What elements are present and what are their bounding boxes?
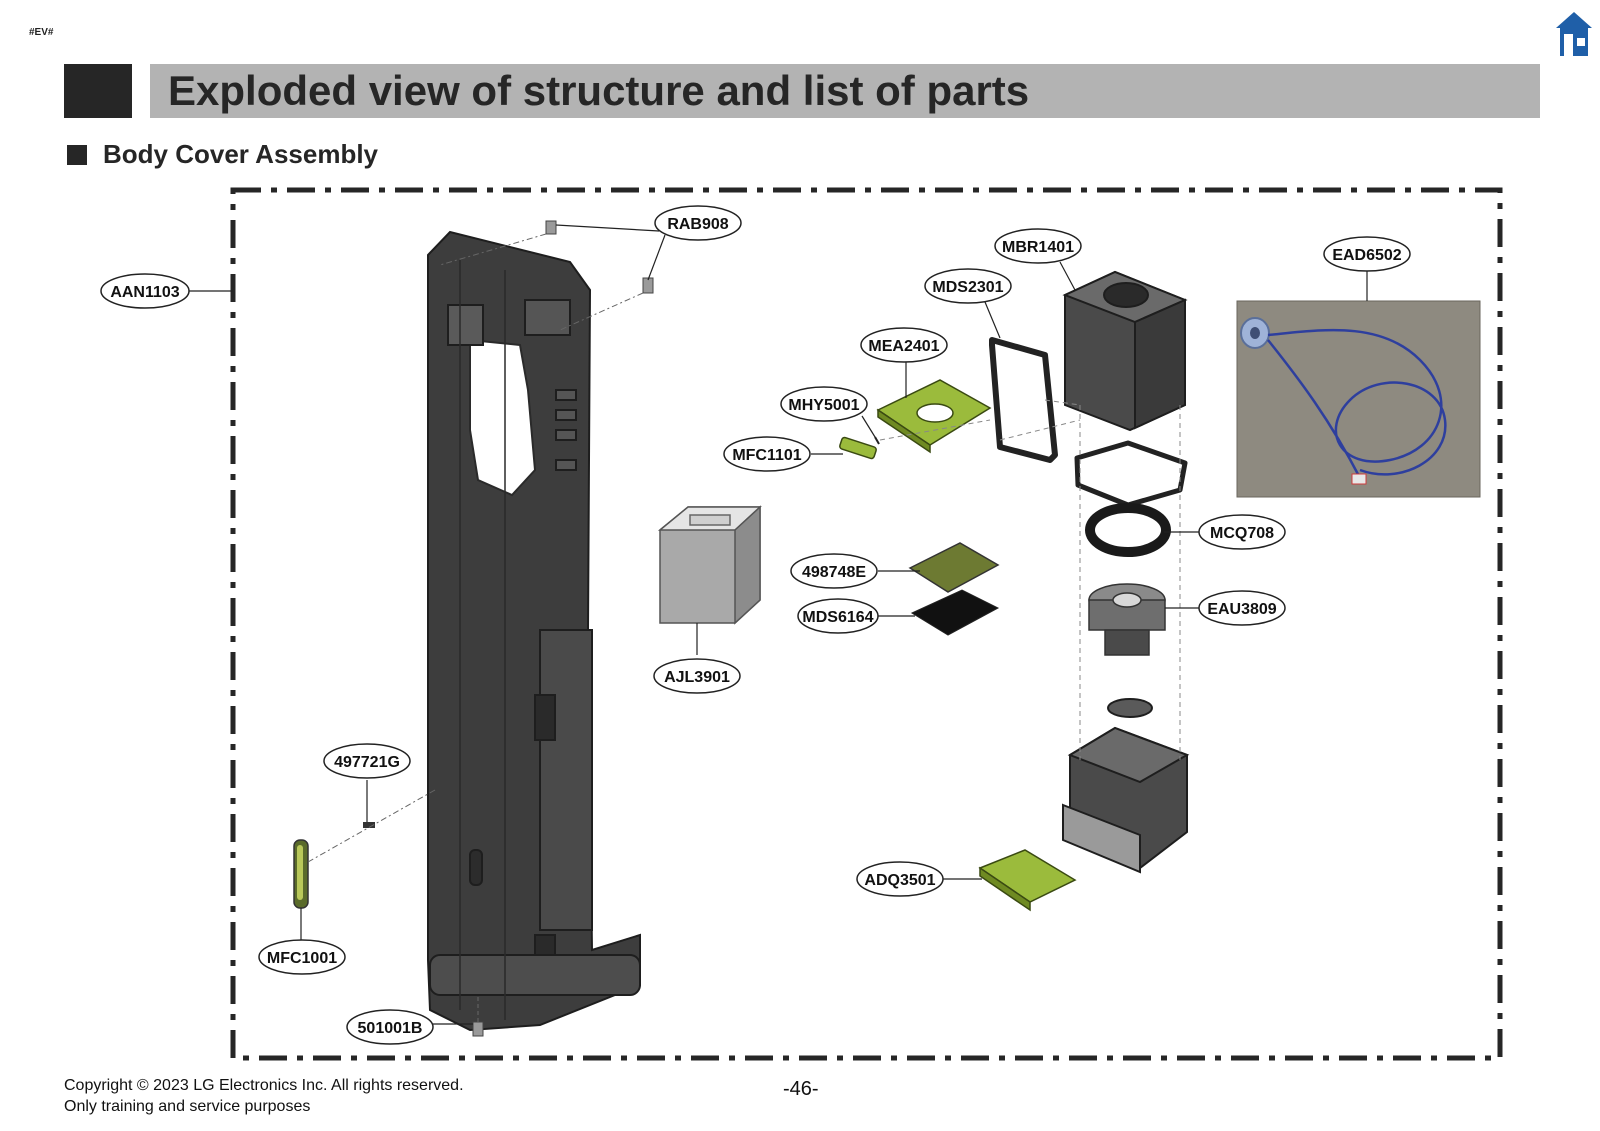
- callout-501001b: 501001B: [358, 1020, 423, 1037]
- clip-part: [642, 277, 654, 294]
- callout-mfc1101: MFC1101: [732, 447, 801, 464]
- callout-mcq708: MCQ708: [1210, 525, 1274, 542]
- motor-housing-part: [1062, 270, 1188, 432]
- filter-pad-part: [910, 589, 1000, 636]
- clip-part: [545, 220, 557, 235]
- callout-498748e: 498748E: [802, 564, 866, 581]
- section-title: Body Cover Assembly: [103, 139, 379, 169]
- motor-ring-part: [1085, 503, 1171, 557]
- callout-adq3501: ADQ3501: [864, 872, 935, 889]
- callout-497721g: 497721G: [334, 754, 400, 771]
- callout-mea2401: MEA2401: [868, 338, 939, 355]
- callout-ajl3901: AJL3901: [664, 669, 730, 686]
- wire-harness-photo: [1236, 300, 1481, 498]
- document-tag: #EV#: [29, 27, 54, 38]
- title-bar: [150, 64, 1540, 118]
- cover-clip-part: [839, 436, 877, 460]
- dust-bag-part: [657, 505, 762, 625]
- diagram-border: [230, 187, 1503, 1061]
- section-bullet-icon: [67, 145, 87, 165]
- footer-copyright: Copyright © 2023 LG Electronics Inc. All…: [64, 1077, 464, 1094]
- callout-aan1103: AAN1103: [110, 284, 179, 301]
- exhaust-filter-part: [978, 849, 1077, 912]
- callout-mfc1001: MFC1001: [267, 950, 337, 967]
- title-block: [64, 64, 132, 118]
- home-icon[interactable]: [1554, 10, 1594, 58]
- callout-ead6502: EAD6502: [1332, 247, 1401, 264]
- bag-holder-plate-part: [876, 379, 992, 454]
- lower-housing-part: [1062, 698, 1190, 874]
- spring-part: [363, 822, 375, 828]
- callout-mbr1401: MBR1401: [1002, 239, 1074, 256]
- callout-mds2301: MDS2301: [932, 279, 1003, 296]
- gasket-ring-part: [1074, 440, 1188, 508]
- filter-grid-part: [908, 542, 1000, 593]
- motor-part: [1088, 583, 1166, 656]
- gasket-frame-part: [989, 337, 1058, 463]
- body-cover-part: [427, 230, 641, 1032]
- callout-eau3809: EAU3809: [1207, 601, 1276, 618]
- callout-mhy5001: MHY5001: [788, 397, 859, 414]
- foot-part: [472, 1021, 484, 1037]
- callout-rab908: RAB908: [667, 216, 728, 233]
- page-title: Exploded view of structure and list of p…: [168, 67, 1030, 114]
- footer-purpose: Only training and service purposes: [64, 1098, 311, 1115]
- callout-mds6164: MDS6164: [802, 609, 873, 626]
- page-number: -46-: [783, 1078, 819, 1100]
